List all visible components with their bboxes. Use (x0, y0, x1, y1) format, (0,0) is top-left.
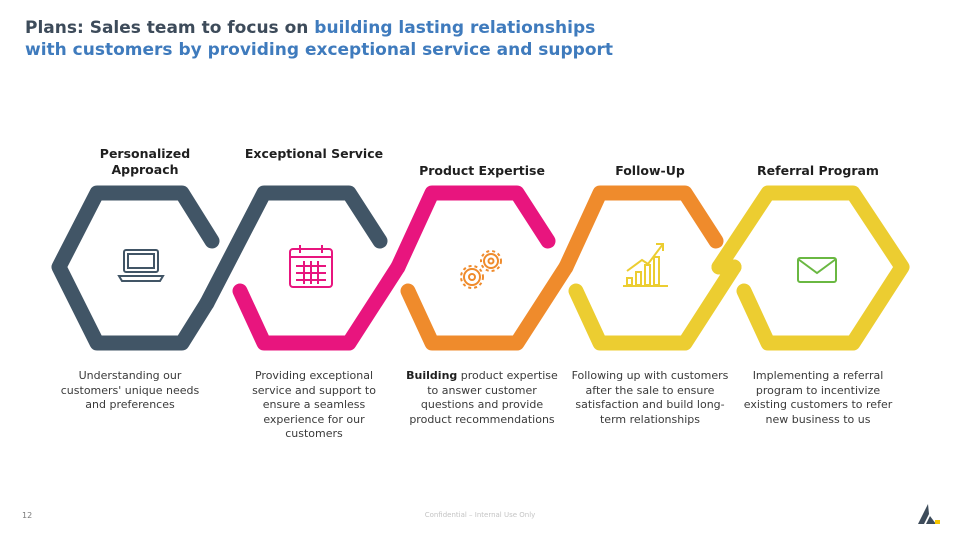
step-title-personalized-approach: Personalized Approach (99, 146, 191, 177)
slide-title-part2: building lasting relationships with cust… (25, 18, 614, 60)
step-desc-follow-up: Following up with customers after the sa… (571, 369, 729, 426)
step-desc-exceptional-service: Providing exceptional service and suppor… (252, 369, 376, 440)
hexagon-1-outline (51, 185, 220, 351)
hexagon-4-upper-outline (558, 185, 724, 275)
step-desc-personalized-approach: Understanding our customers' unique need… (60, 369, 200, 411)
company-logo (918, 504, 940, 524)
step-desc-product-expertise: Building product expertise to answer cus… (406, 369, 558, 426)
calendar-icon (289, 245, 333, 288)
laptop-icon (117, 249, 165, 282)
slide-title-part1: Plans: Sales team to focus on (25, 18, 309, 38)
hexagon-4-outline (568, 259, 742, 351)
hexagon-5-outline (711, 185, 910, 351)
envelope-icon (797, 257, 837, 283)
step-title-follow-up: Follow-Up (615, 163, 685, 178)
step-title-product-expertise: Product Expertise (419, 163, 545, 178)
hexagon-2-upper-outline (199, 185, 388, 311)
hexagon-2-outline (232, 259, 406, 351)
hexagon-3-upper-outline (390, 185, 556, 275)
confidential-footer: Confidential – Internal Use Only (424, 511, 536, 519)
step-desc-referral-program: Implementing a referral program to incen… (743, 369, 893, 426)
gears-icon (460, 250, 502, 289)
slide-title: Plans: Sales team to focus on building l… (25, 17, 625, 61)
hexagon-3-outline (400, 259, 574, 351)
step-title-referral-program: Referral Program (757, 163, 879, 178)
page-number: 12 (22, 511, 33, 520)
growth-chart-icon (623, 243, 668, 287)
step-title-exceptional-service: Exceptional Service (244, 146, 384, 161)
